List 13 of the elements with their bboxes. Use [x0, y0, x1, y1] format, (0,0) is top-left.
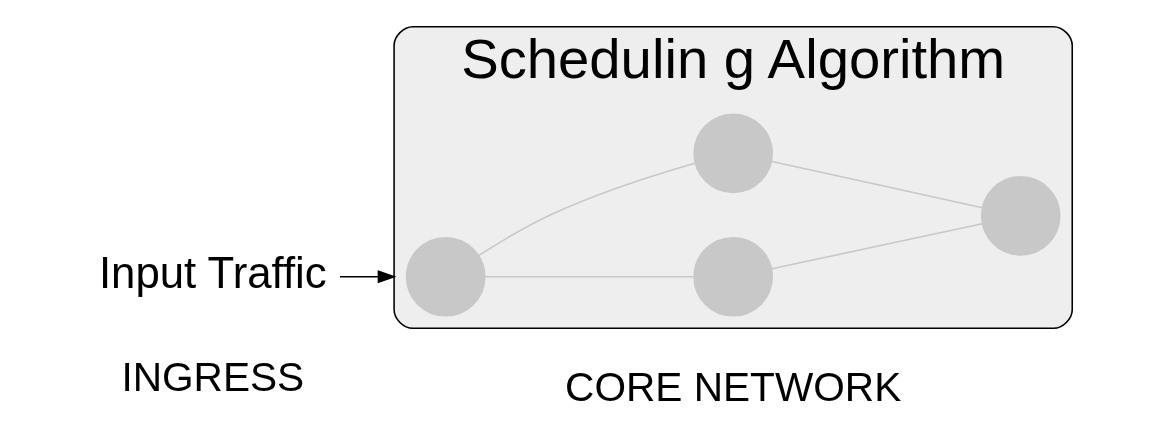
node-label: INGRESS: [121, 354, 305, 401]
node-circle: [405, 236, 486, 317]
node-label: CORE NETWORK: [565, 363, 902, 410]
connector: [771, 160, 984, 209]
connector: [484, 276, 695, 278]
cluster: Schedulin g Algorithm: [393, 25, 1074, 330]
node-text: Input Traffic: [98, 247, 327, 297]
connector: [771, 222, 984, 270]
node-circle: [980, 176, 1061, 256]
connector: [478, 162, 696, 257]
arrow: [339, 270, 397, 284]
node-circle: [693, 236, 773, 317]
node-circle: [693, 113, 773, 194]
